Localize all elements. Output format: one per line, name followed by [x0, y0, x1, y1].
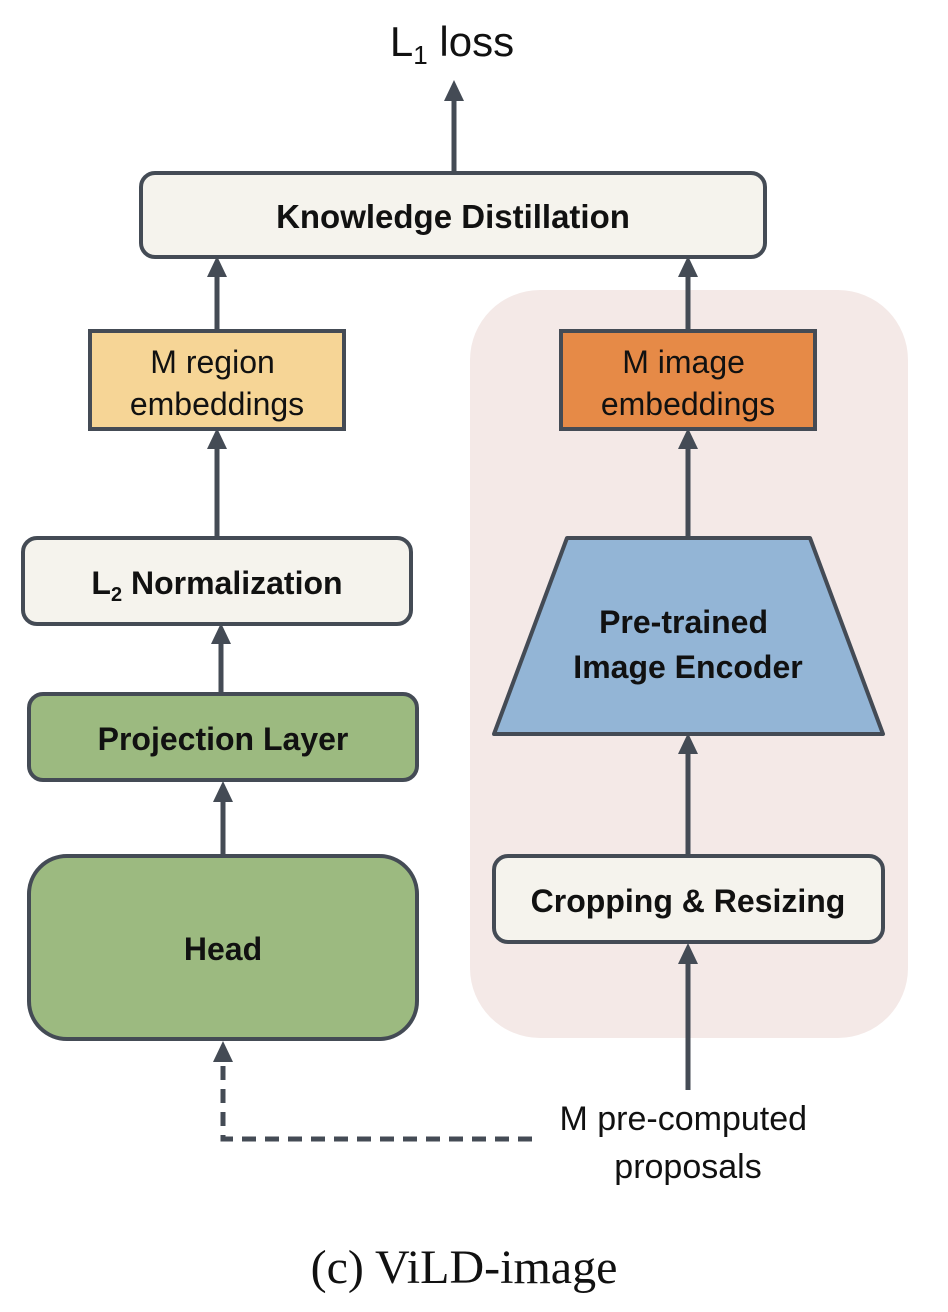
arrowhead-image [678, 428, 698, 449]
image-encoder-trapezoid [492, 536, 885, 736]
projection-layer-box [27, 692, 419, 782]
l2-normalization-box [21, 536, 413, 626]
image-embeddings-line1: M image [622, 344, 745, 380]
image-encoder-label: Pre-trained Image Encoder [573, 604, 802, 685]
cropping-resizing-label: Cropping & Resizing [531, 883, 846, 919]
cropping-resizing-box [492, 854, 885, 944]
region-embeddings-box [88, 329, 346, 431]
region-embeddings-line1: M region [150, 344, 275, 380]
l2-normalization-label: L2 Normalization [91, 565, 342, 606]
image-encoder-line2: Image Encoder [573, 649, 802, 685]
arrowhead-kd-right [678, 256, 698, 277]
dashed-arrow-proposals-to-head [220, 1060, 532, 1142]
image-embeddings-box [559, 329, 817, 431]
knowledge-distillation-label: Knowledge Distillation [276, 198, 630, 235]
arrowhead-projection [213, 781, 233, 802]
projection-layer-label: Projection Layer [98, 721, 349, 757]
image-encoder-line1: Pre-trained [599, 604, 768, 640]
output-loss-label: L1 loss [390, 18, 514, 70]
arrowhead-loss [444, 80, 464, 101]
image-embeddings-label: M image embeddings [601, 344, 775, 422]
arrowhead-region [207, 428, 227, 449]
arrowhead-encoder [678, 733, 698, 754]
figure-caption: (c) ViLD-image [311, 1241, 618, 1294]
image-embeddings-line2: embeddings [601, 386, 775, 422]
knowledge-distillation-box [139, 171, 767, 259]
arrowhead-l2 [211, 623, 231, 644]
region-embeddings-label: M region embeddings [130, 344, 304, 422]
proposals-label: M pre-computed proposals [560, 1100, 817, 1186]
head-box [27, 854, 419, 1041]
arrowhead-kd-left [207, 256, 227, 277]
arrowhead-head [213, 1041, 233, 1062]
region-embeddings-line2: embeddings [130, 386, 304, 422]
proposals-line1: M pre-computed [560, 1100, 808, 1138]
proposals-line2: proposals [614, 1148, 761, 1186]
arrowhead-cropping [678, 943, 698, 964]
head-label: Head [184, 931, 262, 967]
